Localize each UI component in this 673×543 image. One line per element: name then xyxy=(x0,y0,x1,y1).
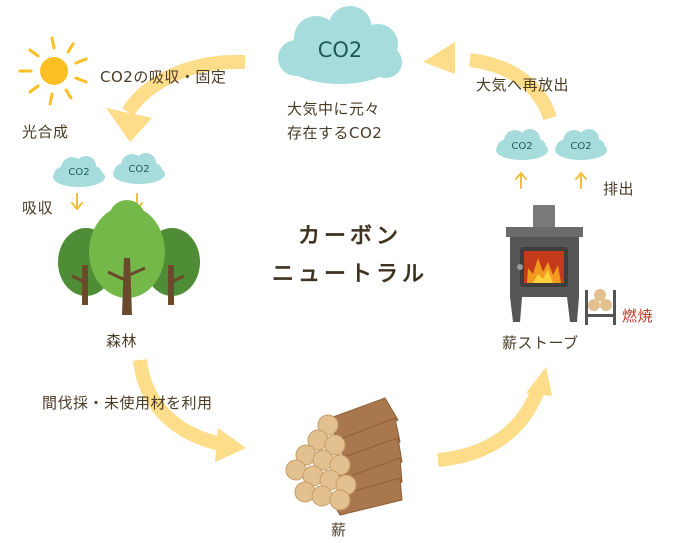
combustion-label: 燃焼 xyxy=(622,307,654,325)
small-cloud-icon xyxy=(53,156,105,187)
atmosphere-caption-line2: 存在するCO2 xyxy=(287,124,383,142)
re-release-label: 大気へ再放出 xyxy=(476,76,570,94)
sun-icon xyxy=(18,36,88,106)
forest-trees-icon xyxy=(58,200,200,315)
title-line1: カーボン xyxy=(297,224,402,249)
wood-stove-icon xyxy=(506,205,583,322)
arrow-thinning-use xyxy=(133,359,246,462)
absorb-fix-label: CO2の吸収・固定 xyxy=(100,68,227,86)
small-cloud-label: CO2 xyxy=(570,141,592,152)
title-line2: ニュートラル xyxy=(271,262,428,287)
small-cloud-label: CO2 xyxy=(511,141,533,152)
small-cloud-icon xyxy=(496,129,548,160)
atmosphere-caption-line1: 大気中に元々 xyxy=(287,100,381,118)
arrow-re-release xyxy=(423,42,557,121)
forest-label: 森林 xyxy=(106,332,138,350)
wood-stove-label: 薪ストーブ xyxy=(502,334,579,352)
thinning-use-label: 間伐採・未使用材を利用 xyxy=(42,394,213,412)
down-arrow-icon xyxy=(71,193,83,211)
atmosphere-cloud-label: CO2 xyxy=(317,38,363,62)
absorb-label: 吸収 xyxy=(22,199,54,217)
up-arrow-icon xyxy=(515,171,527,189)
small-cloud-icon xyxy=(555,129,607,160)
small-cloud-label: CO2 xyxy=(128,164,150,175)
arrow-absorb-fix xyxy=(106,54,246,142)
log-rack-icon xyxy=(585,289,616,325)
small-cloud-icon xyxy=(113,153,165,184)
photosynthesis-label: 光合成 xyxy=(22,123,69,141)
emit-label: 排出 xyxy=(603,180,635,198)
firewood-pile-icon xyxy=(285,397,403,516)
atmosphere-cloud-icon xyxy=(278,6,402,84)
arrow-to-stove xyxy=(437,367,552,467)
up-arrow-icon xyxy=(575,171,587,189)
small-cloud-label: CO2 xyxy=(68,167,90,178)
firewood-label: 薪 xyxy=(331,521,347,539)
carbon-neutral-title: カーボン ニュートラル xyxy=(240,218,460,294)
